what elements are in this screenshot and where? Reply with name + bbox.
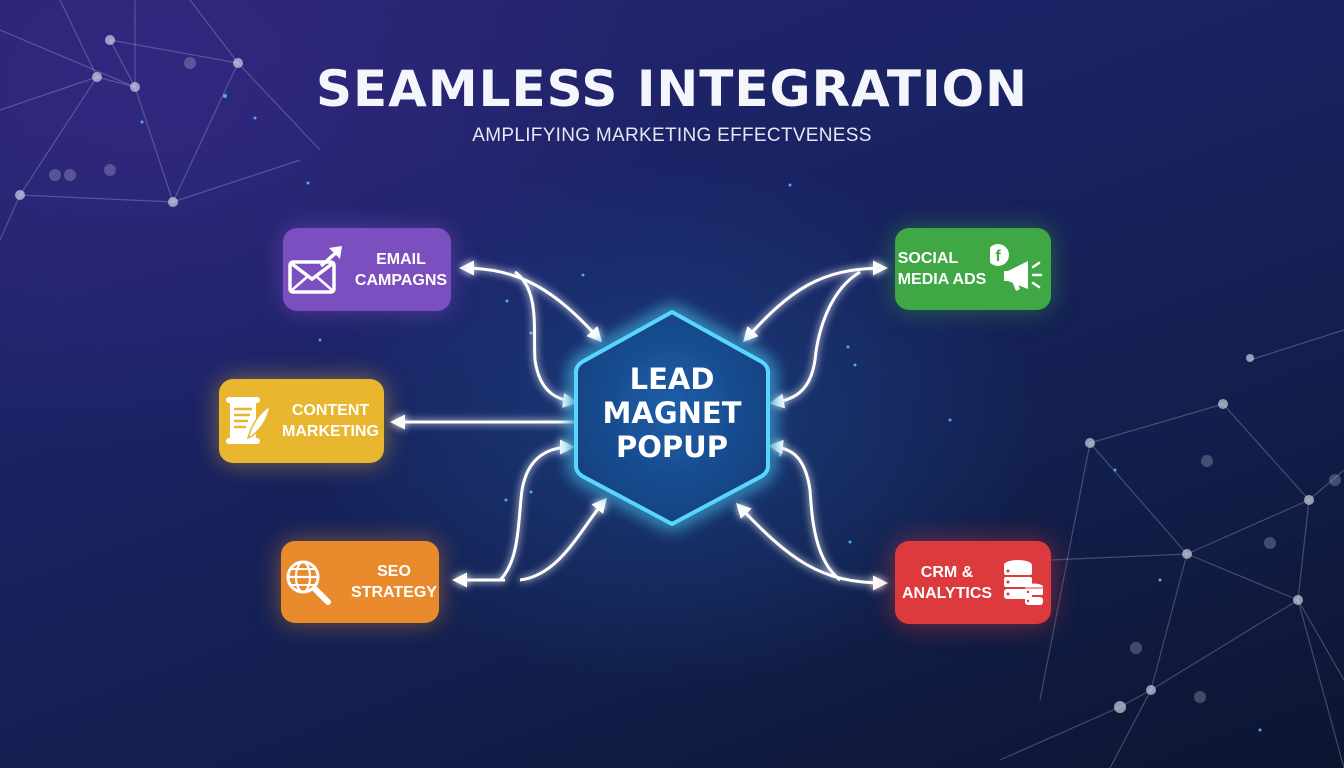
page-title: SEAMLESS INTEGRATION	[316, 60, 1028, 118]
node-seo-strategy[interactable]: SEO STRATEGY	[281, 541, 439, 623]
node-label: SEO STRATEGY	[351, 563, 437, 601]
database-icon	[1004, 559, 1044, 605]
hub-label[interactable]: LEAD MAGNET POPUP	[602, 362, 742, 464]
connector-arrows	[390, 260, 888, 591]
envelope-arrow-icon	[288, 245, 342, 294]
node-email-campaigns[interactable]: EMAIL CAMPAGNS	[283, 228, 451, 311]
page-subtitle: AMPLIFYING MARKETING EFFECTVENESS	[472, 125, 872, 146]
facebook-megaphone-icon: f	[990, 244, 1043, 291]
svg-text:f: f	[996, 248, 1002, 265]
node-social-media-ads[interactable]: SOCIAL MEDIA ADS f	[895, 228, 1051, 310]
scroll-quill-icon	[226, 397, 272, 444]
node-label: EMAIL CAMPAGNS	[354, 250, 448, 289]
node-label: CRM & ANALYTICS	[901, 563, 993, 602]
globe-magnifier-icon	[286, 560, 332, 605]
node-crm-analytics[interactable]: CRM & ANALYTICS	[895, 541, 1051, 624]
node-label: SOCIAL MEDIA ADS	[897, 250, 987, 288]
hub-hexagon	[574, 309, 770, 527]
node-label: CONTENT MARKETING	[282, 402, 379, 440]
node-content-marketing[interactable]: CONTENT MARKETING	[219, 379, 384, 463]
